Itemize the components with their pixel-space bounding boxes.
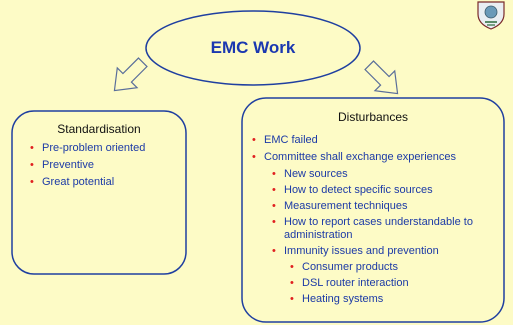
arrow-right-icon: [364, 60, 399, 95]
disturbances-list: EMC failed Committee shall exchange expe…: [252, 134, 502, 309]
title: EMC Work: [210, 38, 296, 57]
list-item: Committee shall exchange experiences: [252, 151, 502, 164]
standardisation-list: Pre-problem oriented Preventive Great po…: [30, 142, 186, 193]
list-item: New sources: [272, 168, 502, 181]
list-item: How to report cases understandable to ad…: [272, 216, 502, 242]
list-item: Immunity issues and prevention: [272, 245, 502, 258]
list-item: DSL router interaction: [290, 277, 502, 290]
list-item: Great potential: [30, 176, 186, 189]
list-item: Consumer products: [290, 261, 502, 274]
disturbances-heading: Disturbances: [337, 110, 409, 124]
title-ellipse: [145, 10, 361, 86]
list-item: Pre-problem oriented: [30, 142, 186, 155]
list-item: Measurement techniques: [272, 200, 502, 213]
list-item: How to detect specific sources: [272, 184, 502, 197]
shield-emblem-icon: [477, 1, 505, 30]
list-item: Preventive: [30, 159, 186, 172]
standardisation-heading: Standardisation: [57, 122, 141, 136]
arrow-left-icon: [113, 57, 148, 92]
list-item: Heating systems: [290, 293, 502, 306]
list-item: EMC failed: [252, 134, 502, 147]
